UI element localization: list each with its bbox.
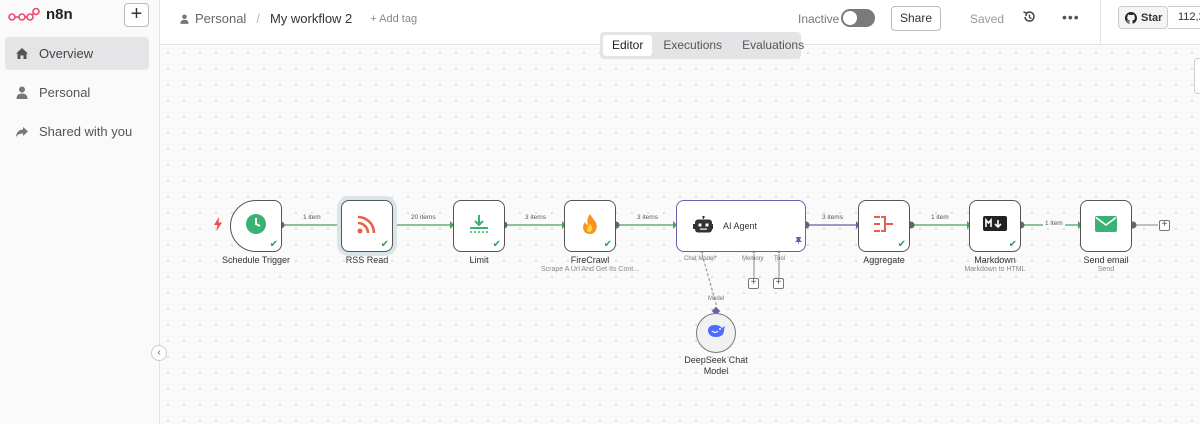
limit-icon [468,214,490,239]
node-deepseek-chat-model[interactable] [696,313,736,353]
sidebar-item-label: Personal [39,85,91,100]
node-markdown[interactable]: ✔ [969,200,1021,252]
node-label: Schedule Trigger [221,255,291,265]
success-check-icon: ✔ [603,239,612,250]
node-subtitle: Markdown to HTML [964,266,1026,273]
add-tool-button[interactable]: + [773,278,784,289]
tab-executions[interactable]: Executions [663,38,723,52]
node-limit[interactable]: ✔ [453,200,505,252]
user-icon [180,14,189,24]
clock-icon [245,213,267,240]
node-label: Send email [1083,255,1129,265]
node-send-email[interactable] [1080,200,1132,252]
github-star-count[interactable]: 112,2 [1168,6,1200,29]
github-area: Star 112,2 [1100,0,1200,44]
sub-connection-line [701,253,718,308]
node-label: AI Agent [723,221,758,231]
node-ai-agent[interactable]: AI Agent [676,200,806,252]
breadcrumb-separator: / [256,11,260,26]
connection-label: 3 items [525,214,546,221]
sidebar: n8n + Overview Personal Shared with you [0,0,160,424]
tab-editor[interactable]: Editor [603,35,653,56]
node-rss-read[interactable]: ✔ [341,200,393,252]
connection-label: 3 items [637,214,658,221]
success-check-icon: ✔ [380,239,389,250]
fire-icon [581,213,599,240]
node-label: Aggregate [863,255,905,265]
success-check-icon: ✔ [897,239,906,250]
node-subtitle: Send [1097,266,1115,273]
tab-evaluations[interactable]: Evaluations [742,38,805,52]
success-check-icon: ✔ [1008,239,1017,250]
sidebar-item-personal[interactable]: Personal [5,76,149,109]
right-panel-toggle[interactable] [1194,58,1200,94]
github-star-button[interactable]: Star [1118,6,1168,29]
trigger-bolt-icon [214,217,222,236]
connection-label: 3 items [822,214,843,221]
view-tabs: Editor Executions Evaluations [600,32,804,59]
tool-port-label: Tool [774,256,786,262]
share-icon [15,125,29,139]
sidebar-item-label: Overview [39,46,94,61]
connection-label: 20 items [411,214,436,221]
add-memory-button[interactable]: + [748,278,759,289]
sidebar-item-label: Shared with you [39,124,133,139]
breadcrumb: Personal / My workflow 2 + Add tag [180,11,417,26]
aggregate-icon [873,214,895,239]
home-icon [15,47,29,61]
n8n-logo[interactable]: n8n [8,6,73,23]
sidebar-item-overview[interactable]: Overview [5,37,149,70]
node-label: Limit [469,255,489,265]
history-icon[interactable] [1022,10,1036,29]
markdown-icon [983,216,1007,236]
connection-label: 1 item [303,214,321,221]
project-link[interactable]: Personal [195,11,247,26]
node-label: DeepSeek Chat Model [684,355,748,376]
deepseek-icon [706,323,726,344]
more-options-icon[interactable]: ••• [1062,9,1080,25]
connection-label: 1 item [931,214,949,221]
github-star-label: Star [1141,11,1163,24]
robot-icon [693,215,714,236]
connection-label: 1 item [1043,220,1065,227]
pin-icon[interactable] [795,237,802,247]
node-label: Markdown [974,255,1016,265]
add-tag-button[interactable]: + Add tag [370,12,418,25]
rss-icon [356,213,378,240]
email-icon [1095,215,1117,237]
node-schedule-trigger[interactable]: ✔ [230,200,282,252]
sidebar-collapse-button[interactable]: ‹ [151,345,167,361]
active-status-label: Inactive [798,12,840,26]
node-label: RSS Read [345,255,389,265]
model-port-label: Model [708,296,725,302]
node-subtitle: Scrape A Url And Get Its Cont... [540,266,640,273]
top-header: Personal / My workflow 2 + Add tag Inact… [160,0,1200,44]
brand-name: n8n [46,6,73,23]
active-toggle[interactable] [841,9,875,27]
node-label: FireCrawl [570,255,610,265]
n8n-logo-icon [8,7,40,21]
saved-status: Saved [970,12,1005,26]
success-check-icon: ✔ [492,239,501,250]
chat-model-port-label: Chat Model* [684,256,718,262]
workflow-name[interactable]: My workflow 2 [269,11,353,26]
github-icon [1125,11,1137,24]
share-button[interactable]: Share [891,6,941,31]
user-icon [15,86,29,100]
node-firecrawl[interactable]: ✔ [564,200,616,252]
arrow-head [673,221,677,229]
add-button[interactable]: + [124,3,149,27]
arrow-head [450,221,454,229]
sidebar-item-shared[interactable]: Shared with you [5,115,149,148]
memory-port-label: Memory [742,256,764,262]
add-node-button[interactable]: + [1159,220,1170,231]
node-aggregate[interactable]: ✔ [858,200,910,252]
success-check-icon: ✔ [269,239,278,250]
